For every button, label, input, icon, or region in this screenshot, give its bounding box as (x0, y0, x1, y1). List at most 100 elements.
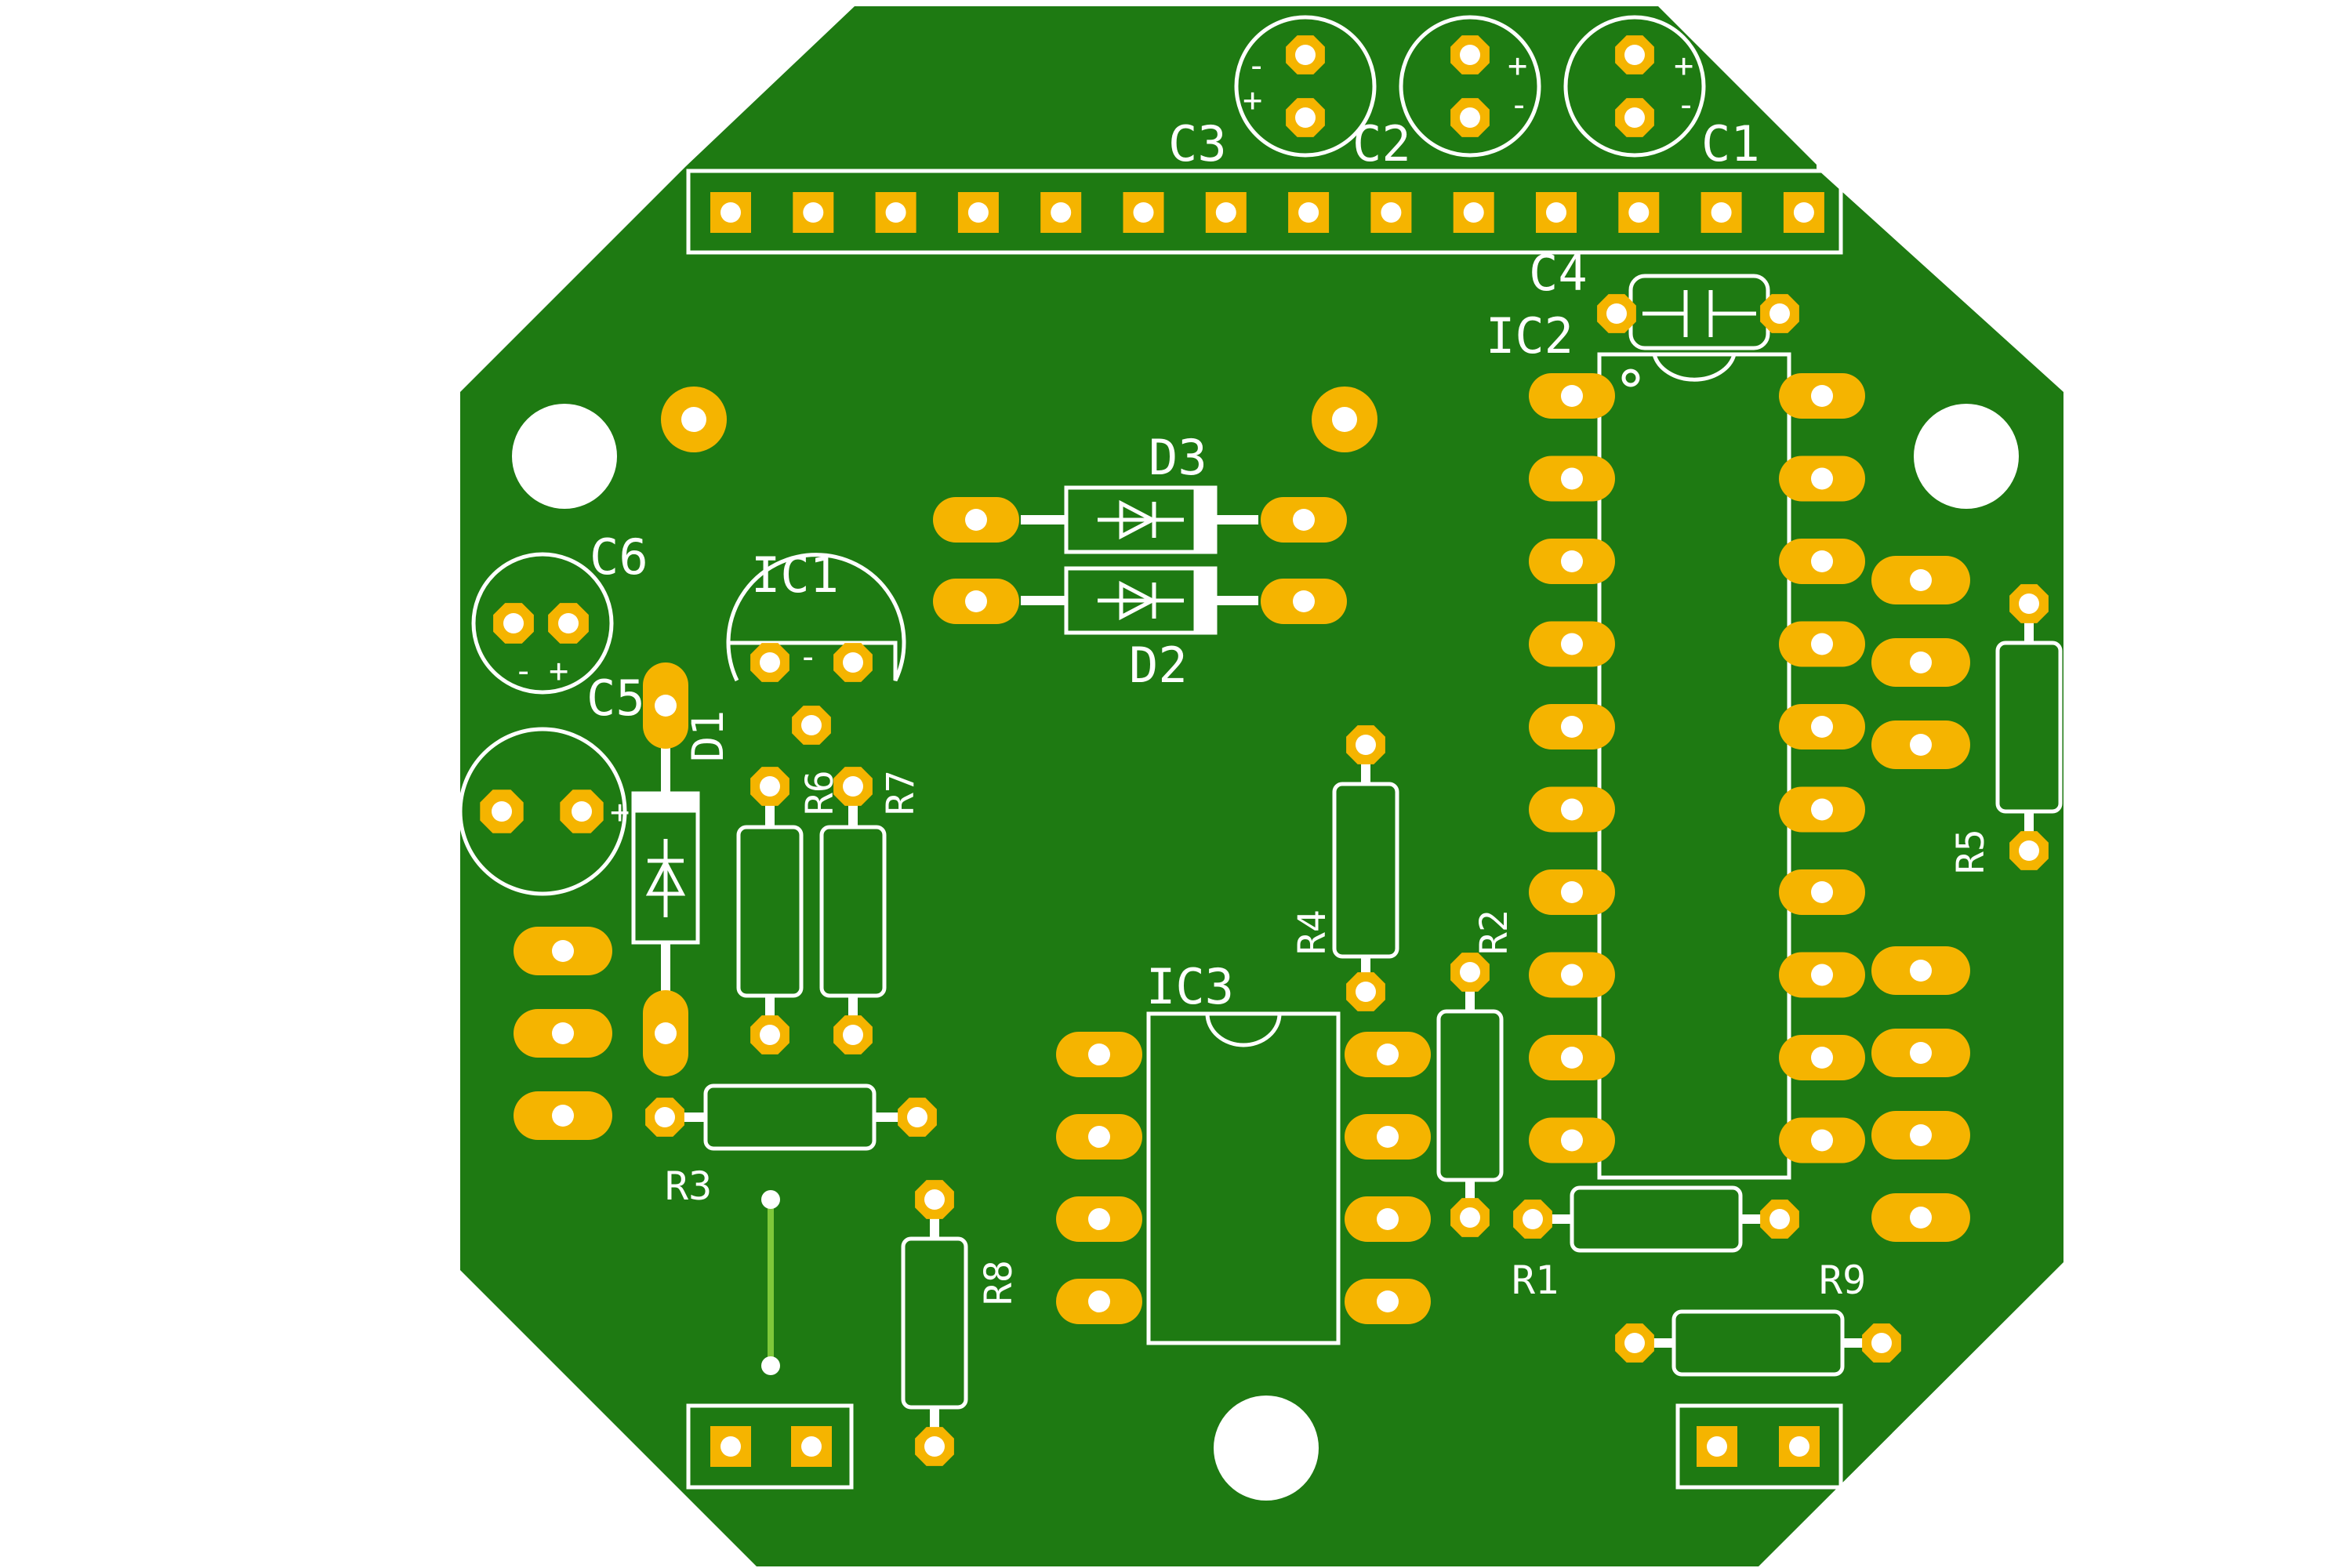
pad-hole (655, 1022, 677, 1044)
connector-right-outline (1675, 1403, 1843, 1490)
r5-body (1995, 641, 2063, 814)
pad-hole (1546, 202, 1566, 223)
round-pad (2009, 584, 2049, 623)
label-r7: R7 (879, 770, 923, 815)
ic1-outline (726, 553, 906, 682)
label-ic2: IC2 (1486, 307, 1573, 365)
pad-hole (1811, 633, 1833, 655)
pad-hole (885, 202, 906, 223)
label-r1: R1 (1512, 1258, 1559, 1303)
round-pad (645, 1098, 684, 1137)
pad-hole (1811, 467, 1833, 490)
pad-hole (572, 801, 592, 822)
round-pad (1760, 1200, 1799, 1239)
ic2-notch (1652, 354, 1737, 382)
r2-body (1436, 1009, 1504, 1182)
pad-hole (1460, 107, 1480, 128)
pad-hole (681, 407, 706, 432)
pad-hole (1707, 1436, 1727, 1457)
mounting-holes (512, 404, 2019, 1501)
oval-pad (1345, 1114, 1431, 1160)
label-c5: C5 (586, 670, 645, 727)
oval-pad (1345, 1196, 1431, 1242)
c1-plus-mark: + (1674, 46, 1693, 85)
pad-hole (1624, 45, 1645, 65)
oval-pad (1871, 556, 1970, 604)
oval-pad (643, 662, 688, 749)
label-d2: D2 (1129, 637, 1188, 694)
pad-hole (1088, 1290, 1110, 1312)
oval-pad (933, 497, 1019, 543)
via-pad (1312, 387, 1377, 452)
square-pad (1205, 192, 1247, 233)
r7-body (819, 825, 887, 998)
jumper-trace (761, 1190, 780, 1375)
pad-hole (965, 509, 987, 531)
oval-pad (514, 927, 612, 975)
pad-hole (1460, 45, 1480, 65)
pad-hole (1910, 734, 1932, 756)
pad-hole (1769, 1209, 1790, 1229)
c1-minus-mark: - (1676, 85, 1696, 124)
oval-pad (1871, 1193, 1970, 1242)
pad-hole (492, 801, 512, 822)
round-pad (2009, 831, 2049, 870)
oval-pad (1779, 1035, 1865, 1080)
c5-plus-mark: + (610, 793, 630, 831)
round-pad (833, 643, 873, 682)
square-pad (791, 1426, 832, 1467)
pad-hole (1133, 202, 1154, 223)
square-pad (793, 192, 834, 233)
pad-hole (1293, 590, 1315, 612)
round-pad (1862, 1323, 1901, 1363)
pad-hole (1811, 385, 1833, 407)
label-d3: D3 (1149, 429, 1207, 486)
pad-hole (760, 652, 780, 673)
pad-hole (2019, 840, 2039, 861)
pad-hole (1088, 1126, 1110, 1148)
pad-hole (1332, 407, 1357, 432)
oval-pad (1056, 1114, 1142, 1160)
pad-hole (1910, 652, 1932, 673)
d3-cathode-band (1193, 485, 1215, 554)
pad-hole (558, 613, 579, 633)
pad-hole (1460, 962, 1480, 982)
ic2-outline (1597, 352, 1791, 1180)
label-c2: C2 (1352, 115, 1411, 172)
pad-hole (1811, 1129, 1833, 1152)
pad-hole (1811, 881, 1833, 903)
pad-hole (1628, 202, 1650, 223)
label-d1: D1 (683, 710, 733, 762)
round-pad (480, 789, 524, 833)
pad-hole (1811, 1047, 1833, 1069)
c3-plus-mark: + (1243, 81, 1262, 119)
oval-pad (643, 990, 688, 1076)
r1-body (1570, 1185, 1743, 1253)
oval-pad (1779, 952, 1865, 998)
c2-outline (1399, 15, 1541, 158)
pad-hole (1088, 1208, 1110, 1230)
pad-hole (1088, 1044, 1110, 1065)
square-pad (1779, 1426, 1820, 1467)
square-pad (1370, 192, 1412, 233)
r9-body (1671, 1309, 1845, 1377)
pad-hole (1561, 964, 1583, 986)
oval-pad (1529, 1117, 1615, 1163)
oval-pad (1529, 952, 1615, 998)
round-pad (750, 1015, 789, 1054)
oval-pad (1779, 869, 1865, 915)
c1-outline (1563, 15, 1706, 158)
pad-hole (1377, 1044, 1399, 1065)
pad-hole (1606, 303, 1627, 324)
oval-pad (1871, 946, 1970, 995)
square-pad (1783, 192, 1824, 233)
mounting-hole (1914, 404, 2019, 509)
pad-hole (801, 715, 822, 735)
oval-pad (1871, 1111, 1970, 1160)
oval-pad (1529, 786, 1615, 833)
round-pad (1615, 35, 1654, 74)
round-pad (548, 603, 589, 644)
oval-pad (1345, 1279, 1431, 1324)
via-pad (661, 387, 727, 452)
oval-pad (933, 579, 1019, 624)
